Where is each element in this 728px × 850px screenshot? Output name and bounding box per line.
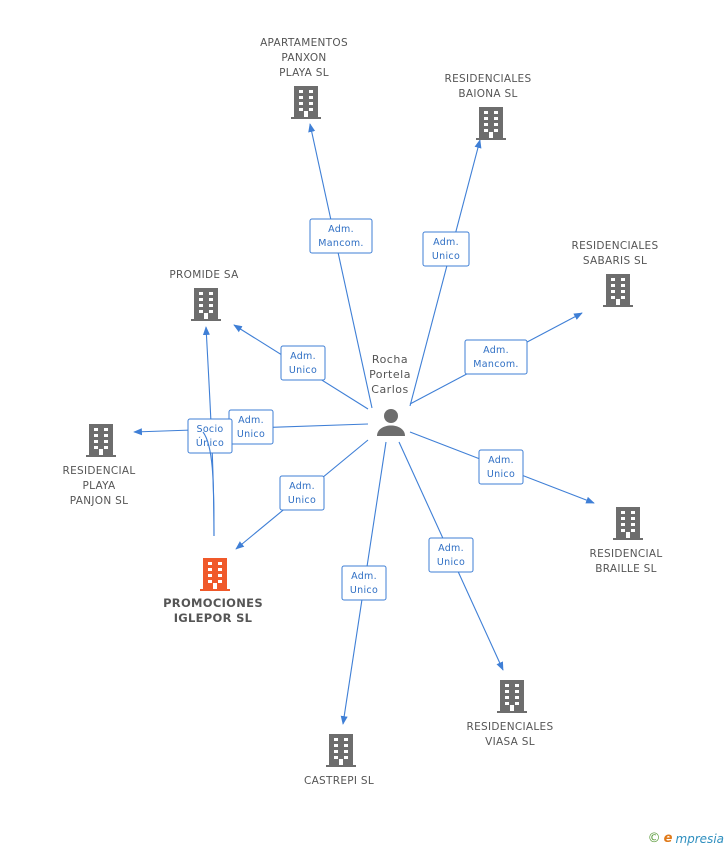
relation-line bbox=[308, 123, 373, 409]
person-name-line: Carlos bbox=[371, 383, 408, 396]
relation-label-text: Adm. bbox=[328, 224, 354, 235]
relation-edge-baiona[interactable]: Adm. Unico bbox=[409, 139, 482, 407]
relation-label-text: Adm. bbox=[290, 351, 316, 362]
company-name-line: BAIONA SL bbox=[458, 88, 517, 100]
company-name-line: RESIDENCIALES bbox=[467, 721, 554, 733]
relation-label-text: Mancom. bbox=[473, 359, 518, 370]
relation-label-text: Unico bbox=[487, 469, 515, 480]
relation-label-box[interactable] bbox=[422, 231, 470, 267]
relation-label-box[interactable] bbox=[341, 565, 387, 601]
relation-edge-apartamentos[interactable]: Adm. Mancom. bbox=[308, 123, 373, 409]
relation-label-box[interactable] bbox=[280, 345, 326, 381]
relation-label-text: Adm. bbox=[483, 345, 509, 356]
building-icon bbox=[86, 424, 116, 457]
relation-label-text: Adm. bbox=[351, 571, 377, 582]
relation-line bbox=[409, 139, 482, 407]
relation-label-text: Adm. bbox=[433, 237, 459, 248]
company-name-line: PLAYA bbox=[82, 480, 116, 492]
relation-label-text: Único bbox=[196, 437, 224, 449]
relation-edge-iglepor[interactable]: Adm. Unico bbox=[235, 439, 369, 550]
company-node-viasa[interactable]: RESIDENCIALES VIASA SL bbox=[467, 680, 554, 748]
relation-label-text: Unico bbox=[432, 251, 460, 262]
company-name-line: BRAILLE SL bbox=[595, 563, 657, 575]
company-name-line: RESIDENCIAL bbox=[589, 548, 662, 560]
relation-edge-viasa[interactable]: Adm. Unico bbox=[398, 441, 504, 671]
relation-label-text: Unico bbox=[237, 429, 265, 440]
company-node-baiona[interactable]: RESIDENCIALES BAIONA SL bbox=[445, 73, 532, 140]
building-icon bbox=[191, 288, 221, 321]
building-icon bbox=[291, 86, 321, 119]
relation-edge-playa-panjon-from-iglepor[interactable] bbox=[202, 431, 215, 537]
relation-label-box[interactable] bbox=[428, 537, 474, 573]
relation-label-text: Adm. bbox=[438, 543, 464, 554]
building-icon bbox=[603, 274, 633, 307]
brand-name: mpresia bbox=[675, 831, 724, 846]
copyright-mark: © bbox=[647, 831, 661, 846]
building-icon bbox=[326, 734, 356, 767]
building-icon bbox=[613, 507, 643, 540]
company-name-line: RESIDENCIALES bbox=[445, 73, 532, 85]
company-name-line: RESIDENCIAL bbox=[62, 465, 135, 477]
relation-label-text: Unico bbox=[288, 495, 316, 506]
relation-edge-sabaris[interactable]: Adm. Mancom. bbox=[409, 312, 583, 405]
relation-label-text: Mancom. bbox=[318, 238, 363, 249]
relation-label-text: Adm. bbox=[238, 415, 264, 426]
relation-label-text: Unico bbox=[289, 365, 317, 376]
company-node-sabaris[interactable]: RESIDENCIALES SABARIS SL bbox=[572, 240, 659, 307]
relation-label-box[interactable] bbox=[464, 339, 528, 375]
relation-label-text: Unico bbox=[437, 557, 465, 568]
building-icon bbox=[476, 107, 506, 140]
relation-label-text: Adm. bbox=[488, 455, 514, 466]
relation-label-text: Adm. bbox=[289, 481, 315, 492]
building-icon bbox=[497, 680, 527, 713]
relation-edge-braille[interactable]: Adm. Unico bbox=[409, 431, 595, 504]
company-name-line: SABARIS SL bbox=[583, 255, 647, 267]
relation-label-text: Socio bbox=[196, 424, 223, 435]
person-name-line: Rocha bbox=[372, 353, 408, 366]
company-name-line: RESIDENCIALES bbox=[572, 240, 659, 252]
company-node-braille[interactable]: RESIDENCIAL BRAILLE SL bbox=[589, 507, 662, 575]
relation-label-box[interactable] bbox=[279, 475, 325, 511]
company-name-line: PROMOCIONES bbox=[163, 596, 263, 610]
company-name-line: PANXON bbox=[281, 52, 326, 64]
person-name-line: Portela bbox=[369, 368, 411, 381]
company-name-line: VIASA SL bbox=[485, 736, 535, 748]
company-node-castrepi[interactable]: CASTREPI SL bbox=[304, 734, 374, 787]
company-node-promide[interactable]: PROMIDE SA bbox=[169, 269, 239, 321]
relation-label-box[interactable] bbox=[478, 449, 524, 485]
brand-initial: e bbox=[663, 831, 673, 846]
company-name-line: PROMIDE SA bbox=[169, 269, 239, 281]
relation-edge-playa-panjon[interactable]: Adm. Unico bbox=[133, 409, 369, 445]
building-icon bbox=[200, 558, 230, 591]
relation-label-text: Unico bbox=[350, 585, 378, 596]
person-icon bbox=[377, 409, 405, 436]
relation-label-box[interactable] bbox=[309, 218, 373, 254]
company-name-line: PLAYA SL bbox=[279, 67, 329, 79]
company-name-line: PANJON SL bbox=[70, 495, 128, 507]
company-node-playa-panjon[interactable]: RESIDENCIAL PLAYA PANJON SL bbox=[62, 424, 135, 507]
company-name-line: IGLEPOR SL bbox=[174, 611, 253, 625]
relation-line bbox=[202, 431, 215, 537]
company-name-line: APARTAMENTOS bbox=[260, 37, 348, 49]
company-name-line: CASTREPI SL bbox=[304, 775, 374, 787]
company-node-apartamentos[interactable]: APARTAMENTOS PANXON PLAYA SL bbox=[260, 37, 348, 119]
relation-edge-castrepi[interactable]: Adm. Unico bbox=[340, 441, 387, 725]
relation-edge-promide[interactable]: Adm. Unico bbox=[233, 324, 369, 410]
